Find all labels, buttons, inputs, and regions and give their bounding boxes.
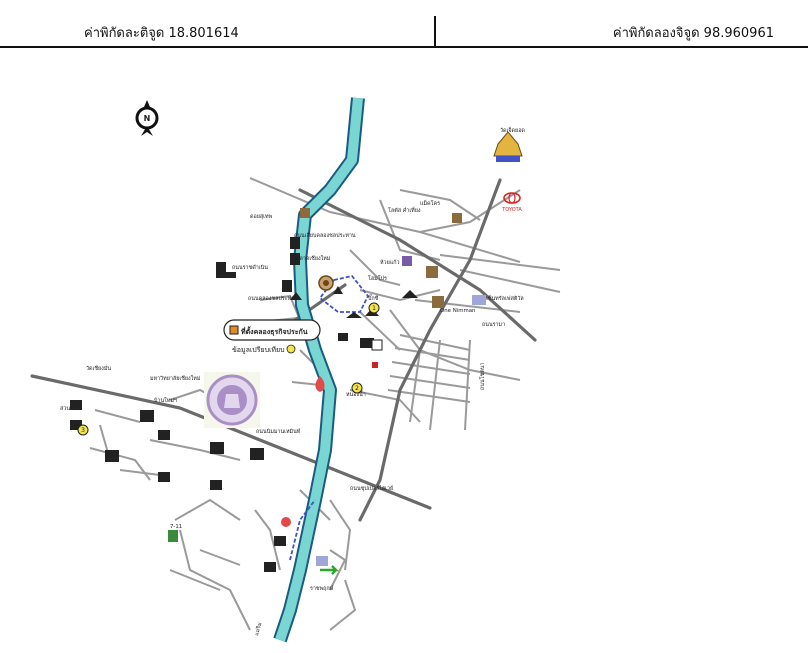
label-makro: แม็คโคร — [420, 199, 440, 207]
toyota-label: TOYOTA — [501, 207, 522, 213]
compass-icon: N — [135, 100, 159, 136]
pin-icon — [281, 517, 291, 527]
header-rule — [0, 46, 808, 48]
marker-1: 1 — [368, 302, 380, 314]
university-seal-icon — [204, 372, 260, 428]
label-fountain: หนองน้ำ — [346, 390, 366, 398]
label-superhighway: ถนนซุปเปอร์ไฮเวย์ — [350, 485, 393, 492]
coordinate-header: ค่าพิกัดละติจูด 18.801614 ค่าพิกัดลองจิจ… — [0, 0, 808, 50]
label-doi-suthep: ดอยสุเทพ — [250, 213, 273, 220]
map-labels: มหาวิทยาลัยเชียงใหม่ บ้านใหม่ฯ ถนนนิมมาน… — [60, 126, 525, 637]
longitude-label: ค่าพิกัดลองจิจูด 98.960961 — [612, 26, 774, 41]
toyota-logo-icon: TOYOTA — [501, 192, 522, 213]
marker-3: 3 — [77, 424, 89, 436]
label-lotus: โลตัส คำเที่ยง — [388, 206, 421, 214]
label-wat-chiang-man: วัดเชียงมั่น — [86, 364, 111, 372]
label-wat: วัดเจ็ดยอด — [500, 126, 525, 134]
fountain-icon — [315, 376, 325, 392]
label-canal-road: ถนนคลองชลประทาน — [248, 295, 298, 302]
label-mae-rim: แม่ริม — [253, 621, 263, 636]
location-map[interactable]: N TOYOTA — [0, 50, 808, 653]
svg-text:3: 3 — [81, 427, 85, 434]
svg-text:1: 1 — [372, 305, 376, 312]
marker-2: 2 — [351, 382, 363, 394]
legend-info-label: ข้อมูลเปรียบเทียบ — [232, 346, 285, 354]
target-location-icon — [318, 275, 334, 291]
label-ratchapruek: ราชพฤกษ์ — [310, 585, 334, 592]
label-railway: ถนนโชตนา — [479, 363, 486, 390]
building-markers — [70, 208, 486, 572]
compass-letter: N — [144, 114, 151, 123]
label-bigc: บิ๊กซี — [368, 294, 379, 302]
label-huay-kaew: ห้วยแก้ว — [380, 259, 400, 266]
label-ban-kian: บ้านใหม่ฯ — [154, 396, 177, 404]
arrow-icon — [320, 565, 339, 575]
label-rama9: ถนนรามา — [482, 322, 505, 328]
label-north-road: ถนนเลียบคลองชลประทาน — [294, 232, 356, 239]
numbered-markers: 1 2 3 — [77, 302, 380, 436]
temple-icon — [493, 131, 523, 162]
label-one-nimman: One Nimman — [440, 308, 475, 314]
svg-text:2: 2 — [355, 385, 359, 392]
label-rajdamnoen: ถนนราชดำเนิน — [232, 264, 268, 271]
label-homepro: โฮมโปร — [368, 275, 387, 282]
latitude-label: ค่าพิกัดละติจูด 18.801614 — [84, 26, 239, 41]
label-seven-eleven: 7-11 — [170, 524, 182, 530]
header-divider — [434, 16, 436, 46]
label-suan-dok: สวนดอก — [60, 405, 80, 412]
label-market: ตลาดเชียงใหม่ — [296, 254, 331, 262]
label-nimman: ถนนนิมมานเหมินท์ — [256, 428, 301, 435]
label-central: เซ็นทรัลเฟสติวัล — [486, 294, 524, 302]
label-university: มหาวิทยาลัยเชียงใหม่ — [150, 374, 201, 382]
blue-routes — [289, 274, 370, 561]
legend-location-label: ที่ตั้งคลองธุรกิจประกัน — [241, 325, 308, 336]
legend: ที่ตั้งคลองธุรกิจประกัน ข้อมูลเปรียบเทีย… — [223, 319, 321, 354]
river — [273, 97, 365, 643]
